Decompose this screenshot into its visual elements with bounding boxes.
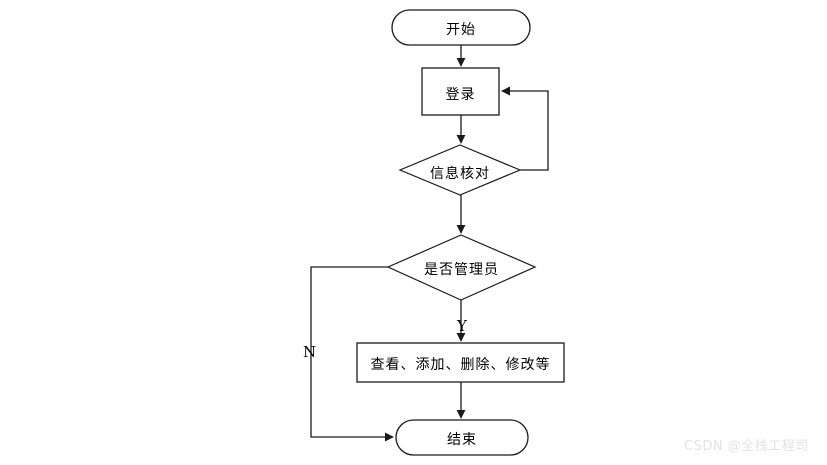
edge-verify-login-loop [501,86,549,171]
node-end[interactable] [395,419,529,456]
node-process[interactable] [356,342,565,383]
edge-label-no: N [303,343,317,361]
node-start[interactable] [391,9,531,46]
node-login[interactable] [421,67,500,116]
node-verify[interactable] [398,144,522,196]
node-isadmin[interactable] [386,234,537,301]
watermark: CSDN @全栈工程司 [684,439,809,454]
edge-label-yes: Y [457,317,467,335]
edge-isadmin-end [310,266,394,442]
